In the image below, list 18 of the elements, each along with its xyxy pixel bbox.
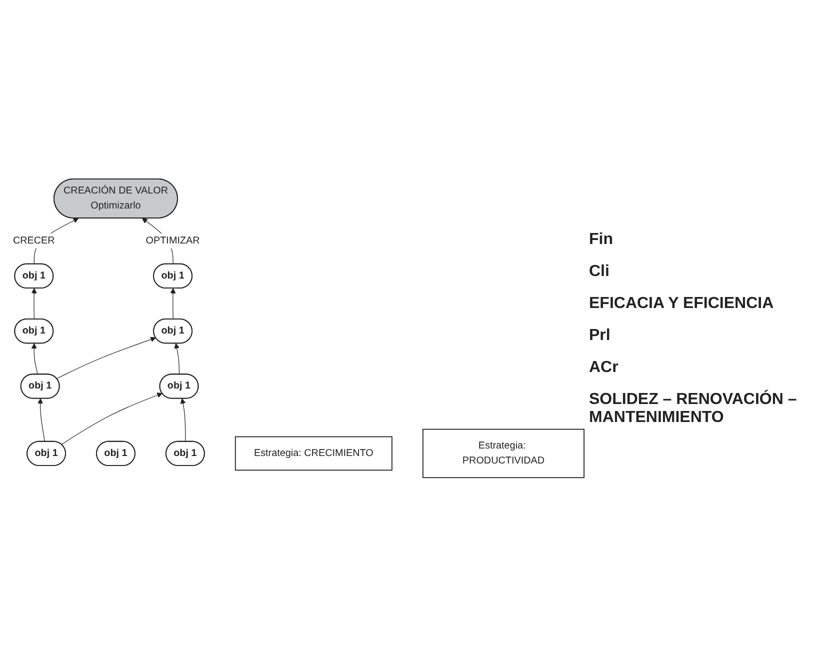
layer-label: SOLIDEZ – RENOVACIÓN – MANTENIMIENTO <box>589 390 798 426</box>
layer-label: EFICACIA Y EFICIENCIA <box>589 294 775 312</box>
node-box: Estrategia: CRECIMIENTO <box>234 436 392 471</box>
layer-label: Cli <box>589 262 610 280</box>
arrow <box>61 392 162 445</box>
layer-label: ACr <box>589 358 620 376</box>
edge-label: CRECER <box>12 236 55 246</box>
node-box: Estrategia: PRODUCTIVIDAD <box>422 429 584 478</box>
edge-label: OPTIMIZAR <box>146 236 200 246</box>
arrow <box>170 288 176 320</box>
arrow <box>31 288 37 320</box>
arrow <box>56 337 156 380</box>
arrow <box>31 343 38 375</box>
layer-label: Prl <box>589 326 612 344</box>
arrow <box>174 343 180 375</box>
layer-label: Fin <box>589 230 614 248</box>
arrow <box>38 398 46 442</box>
arrow <box>180 398 186 442</box>
